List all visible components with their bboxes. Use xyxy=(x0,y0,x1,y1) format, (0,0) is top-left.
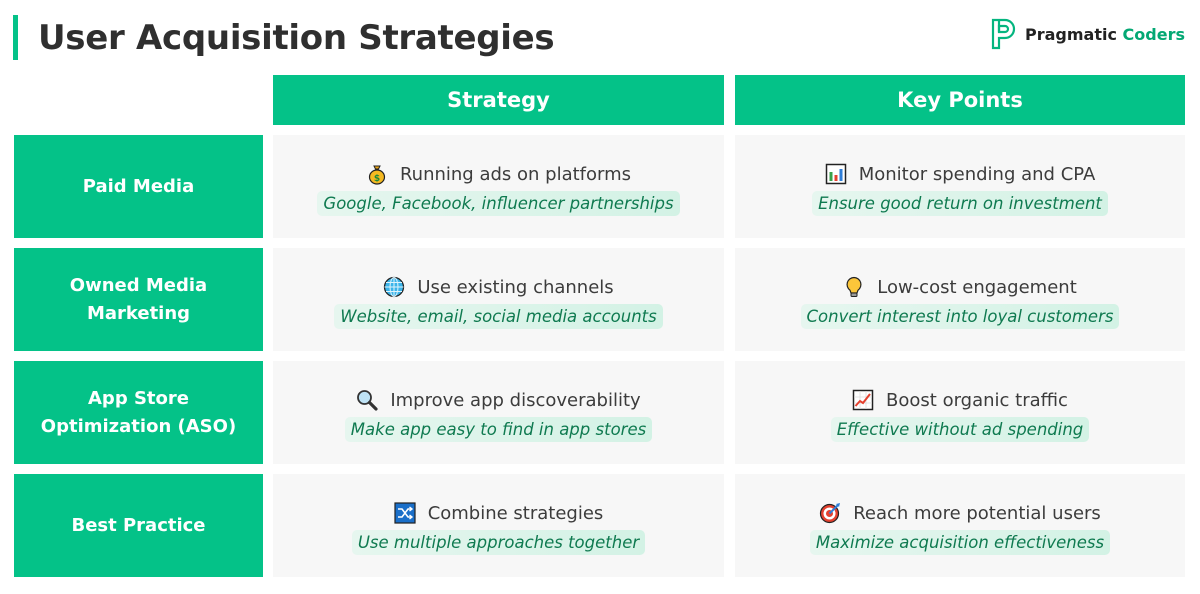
globe-icon xyxy=(383,276,405,298)
key-point-text: Monitor spending and CPA xyxy=(858,163,1096,185)
magnifying-glass-icon xyxy=(356,389,378,411)
target-icon xyxy=(819,502,841,524)
key-point-subtext: Ensure good return on investment xyxy=(812,191,1108,216)
svg-text:$: $ xyxy=(374,174,380,184)
key-point-cell-owned-media: Low-cost engagement Convert interest int… xyxy=(735,248,1185,351)
key-point-cell-paid-media: Monitor spending and CPA Ensure good ret… xyxy=(735,135,1185,238)
key-point-subtext: Effective without ad spending xyxy=(830,417,1090,442)
strategy-cell-aso: Improve app discoverability Make app eas… xyxy=(273,361,724,464)
strategy-text: Combine strategies xyxy=(427,502,604,524)
key-point-cell-best-practice: Reach more potential users Maximize acqu… xyxy=(735,474,1185,577)
strategy-cell-paid-media: $ Running ads on platforms Google, Faceb… xyxy=(273,135,724,238)
pragmatic-coders-logo-icon xyxy=(991,18,1016,50)
title-accent-bar xyxy=(13,15,18,60)
key-point-text: Reach more potential users xyxy=(853,502,1101,524)
row-label-paid-media: Paid Media xyxy=(14,135,263,238)
brand-name-part2: Coders xyxy=(1122,24,1185,44)
strategy-text: Use existing channels xyxy=(417,276,614,298)
key-point-text: Boost organic traffic xyxy=(886,389,1068,411)
row-label-best-practice: Best Practice xyxy=(14,474,263,577)
key-point-text: Low-cost engagement xyxy=(877,276,1077,298)
brand: Pragmatic Coders xyxy=(991,18,1185,50)
key-point-cell-aso: Boost organic traffic Effective without … xyxy=(735,361,1185,464)
strategy-text: Running ads on platforms xyxy=(399,163,632,185)
strategy-cell-owned-media: Use existing channels Website, email, so… xyxy=(273,248,724,351)
brand-name-part1: Pragmatic xyxy=(1025,24,1117,44)
strategy-subtext: Website, email, social media accounts xyxy=(334,304,663,329)
column-header-key-points: Key Points xyxy=(735,75,1185,125)
page-title: User Acquisition Strategies xyxy=(38,18,555,58)
key-point-subtext: Convert interest into loyal customers xyxy=(800,304,1120,329)
column-header-strategy: Strategy xyxy=(273,75,724,125)
shuffle-icon xyxy=(394,502,416,524)
strategy-cell-best-practice: Combine strategies Use multiple approach… xyxy=(273,474,724,577)
light-bulb-icon xyxy=(843,276,865,298)
strategy-subtext: Use multiple approaches together xyxy=(351,530,646,555)
row-label-app-store-optimization: App Store Optimization (ASO) xyxy=(14,361,263,464)
key-point-subtext: Maximize acquisition effectiveness xyxy=(809,530,1111,555)
brand-name: Pragmatic Coders xyxy=(1025,25,1185,44)
chart-increasing-icon xyxy=(852,389,874,411)
strategy-subtext: Make app easy to find in app stores xyxy=(344,417,653,442)
money-bag-icon: $ xyxy=(366,163,388,185)
row-label-owned-media-marketing: Owned Media Marketing xyxy=(14,248,263,351)
bar-chart-icon xyxy=(825,163,847,185)
strategy-text: Improve app discoverability xyxy=(390,389,641,411)
strategy-subtext: Google, Facebook, influencer partnership… xyxy=(317,191,680,216)
